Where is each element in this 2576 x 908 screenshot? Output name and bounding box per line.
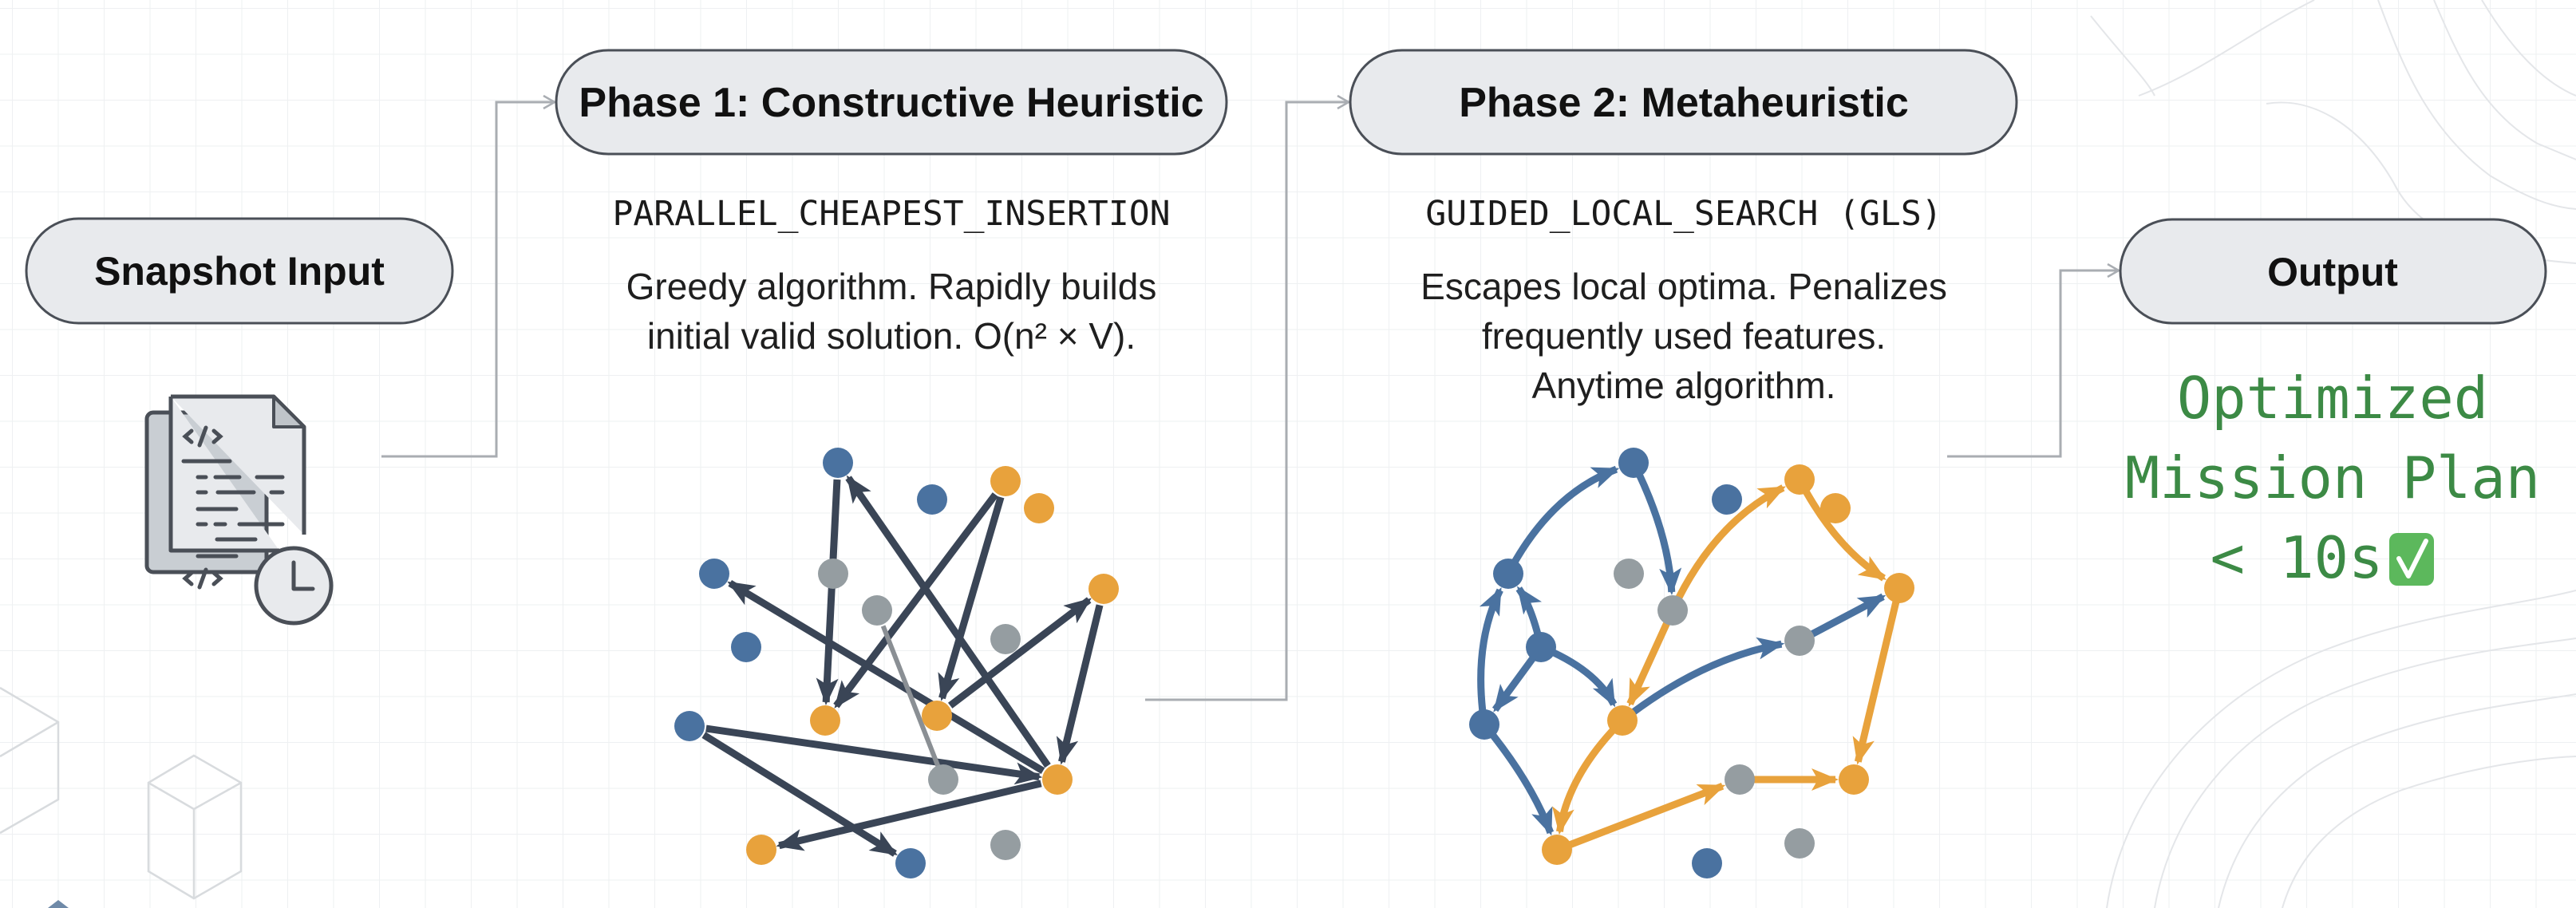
- output-time-text: < 10s: [2211, 524, 2384, 591]
- phase1-edge: [727, 579, 1045, 775]
- phase1-graph: [674, 448, 1119, 878]
- phase1-node-gray: [818, 559, 848, 589]
- contour-decoration: [2090, 0, 2576, 908]
- phase2-edge: [1796, 477, 1887, 582]
- phase1-node-blue: [895, 848, 926, 878]
- diamond-decoration: [48, 900, 69, 908]
- phase1-node-orange: [1088, 574, 1119, 604]
- phase1-node-blue: [699, 559, 729, 589]
- phase2-edge: [1555, 783, 1726, 854]
- phase1-edge: [816, 479, 841, 706]
- phase2-node-blue: [1712, 484, 1742, 515]
- phase1-node-orange: [810, 705, 840, 736]
- output-result-line-2: Mission Plan: [2125, 444, 2540, 511]
- document-code-clock-icon: [144, 394, 334, 626]
- check-mark-icon: [2389, 533, 2434, 586]
- phase1-node-orange: [746, 835, 776, 865]
- phase2-description-line-3: Anytime algorithm.: [1532, 365, 1836, 406]
- phase1-edge: [701, 732, 898, 857]
- phase2-node-blue: [1526, 632, 1556, 662]
- phase1-edge: [947, 597, 1092, 709]
- phase1-edge: [880, 625, 946, 781]
- stage-phase2[interactable]: Phase 2: Metaheuristic GUIDED_LOCAL_SEAR…: [1349, 49, 2018, 406]
- phase2-nodes: [1469, 448, 1914, 878]
- phase1-nodes: [674, 448, 1119, 878]
- phase1-node-blue: [674, 711, 705, 741]
- connector-snapshot-to-phase1: [381, 94, 557, 458]
- output-pill[interactable]: [2119, 218, 2547, 325]
- phase1-node-gray: [862, 595, 892, 626]
- phase1-node-blue: [731, 632, 761, 662]
- phase2-description-line-1: Escapes local optima. Penalizes: [1420, 266, 1947, 307]
- stage-phase1[interactable]: Phase 1: Constructive Heuristic PARALLEL…: [555, 49, 1228, 357]
- phase2-node-gray: [1725, 764, 1755, 795]
- phase2-node-orange: [1607, 705, 1638, 736]
- connector-phase1-to-phase2: [1145, 94, 1351, 701]
- phase1-edges: [701, 475, 1104, 857]
- phase2-edge: [1669, 484, 1787, 612]
- phase1-edge: [1056, 604, 1104, 765]
- phase2-edges: [1477, 460, 1903, 854]
- phase2-node-orange: [1784, 464, 1815, 495]
- snapshot-pill[interactable]: [25, 217, 454, 325]
- phase1-node-blue: [823, 448, 853, 478]
- connector-phase2-to-output: [1947, 263, 2121, 458]
- phase1-label: Phase 1: Constructive Heuristic: [579, 80, 1203, 126]
- phase2-node-gray: [1784, 828, 1815, 859]
- phase2-node-blue: [1493, 559, 1523, 589]
- phase1-node-orange: [1024, 493, 1054, 523]
- phase2-edge: [1552, 717, 1626, 835]
- phase1-description-line-2: initial valid solution. O(n² × V).: [647, 315, 1136, 357]
- phase2-edge: [1477, 587, 1503, 725]
- phase1-edge: [845, 475, 1051, 768]
- output-result-line-3: < 10s: [2211, 524, 2434, 591]
- phase2-edge: [1505, 465, 1620, 576]
- phase2-edge: [1852, 586, 1903, 765]
- phase1-description-line-1: Greedy algorithm. Rapidly builds: [626, 266, 1157, 307]
- phase2-node-gray: [1657, 595, 1688, 626]
- phase1-node-orange: [1042, 764, 1073, 795]
- phase1-node-orange: [922, 701, 952, 731]
- phase2-node-blue: [1469, 709, 1499, 740]
- phase2-node-gray: [1614, 559, 1644, 589]
- phase2-node-orange: [1542, 835, 1572, 865]
- phase1-pill[interactable]: [555, 49, 1228, 156]
- phase2-graph: [1469, 448, 1914, 878]
- stage-output[interactable]: Output Optimized Mission Plan < 10s: [2119, 218, 2547, 591]
- phase1-edge: [833, 492, 998, 709]
- phase2-node-gray: [1784, 626, 1815, 656]
- phase1-edge: [705, 724, 1043, 785]
- phase2-method: GUIDED_LOCAL_SEARCH (GLS): [1425, 194, 1942, 234]
- phase1-node-gray: [990, 624, 1021, 654]
- phase2-label: Phase 2: Metaheuristic: [1459, 80, 1909, 126]
- phase2-node-orange: [1839, 764, 1869, 795]
- phase2-pill[interactable]: [1349, 49, 2018, 156]
- phase2-node-orange: [1820, 493, 1851, 523]
- phase2-node-blue: [1618, 448, 1649, 478]
- phase2-edge: [1630, 460, 1682, 596]
- phase1-node-gray: [990, 830, 1021, 860]
- flow-connectors: [381, 94, 2121, 701]
- phase1-node-gray: [928, 764, 958, 795]
- cube-decoration: [0, 686, 243, 900]
- phase2-description-line-2: frequently used features.: [1482, 315, 1886, 357]
- phase1-node-orange: [990, 466, 1021, 496]
- phase1-node-blue: [917, 484, 947, 515]
- phase1-method: PARALLEL_CHEAPEST_INSERTION: [613, 194, 1171, 234]
- phase2-node-blue: [1692, 848, 1722, 878]
- snapshot-label: Snapshot Input: [94, 249, 385, 294]
- phase2-edge: [1481, 722, 1555, 836]
- phase1-edge: [938, 495, 1005, 701]
- stage-snapshot[interactable]: Snapshot Input: [25, 217, 454, 325]
- phase2-node-orange: [1884, 573, 1914, 603]
- output-result-line-1: Optimized: [2177, 365, 2488, 432]
- output-label: Output: [2267, 250, 2398, 294]
- phase1-edge: [776, 780, 1042, 851]
